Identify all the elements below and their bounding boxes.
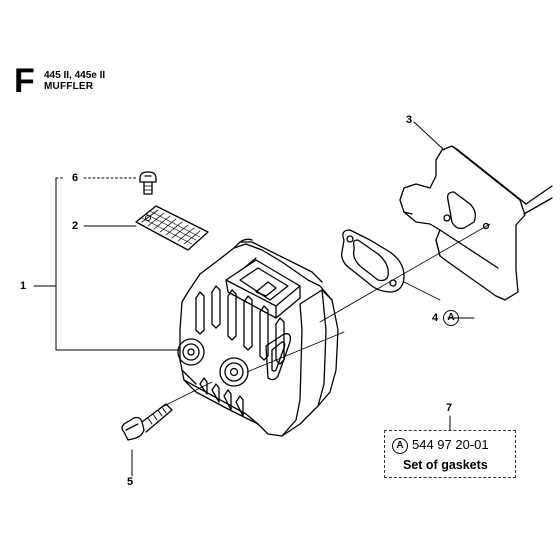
muffler-body	[177, 238, 339, 437]
gasket-kit-box: A 544 97 20-01 Set of gaskets	[384, 430, 516, 478]
kit-part-number-row: A 544 97 20-01	[392, 437, 489, 454]
kit-marker-circle-icon: A	[392, 437, 408, 454]
callout-7: 7	[446, 402, 453, 414]
gasket	[341, 229, 405, 293]
leader-lines	[33, 121, 475, 477]
kit-part-number: 544 97 20-01	[412, 437, 489, 452]
callout-1: 1	[20, 280, 27, 292]
kit-description: Set of gaskets	[403, 458, 488, 472]
callout-4: 4	[432, 312, 439, 324]
section-letter: F	[14, 62, 35, 100]
section-title: MUFFLER	[44, 81, 94, 92]
kit-marker-icon: A	[443, 310, 459, 326]
model-label: 445 II, 445e II	[44, 70, 106, 81]
heat-shield-plate	[399, 145, 553, 301]
bolt	[121, 403, 173, 441]
small-screw	[139, 171, 157, 195]
callout-2: 2	[72, 220, 79, 232]
callout-6: 6	[72, 172, 79, 184]
spark-screen	[135, 205, 209, 251]
callout-5: 5	[127, 476, 134, 488]
callout-3: 3	[406, 114, 413, 126]
